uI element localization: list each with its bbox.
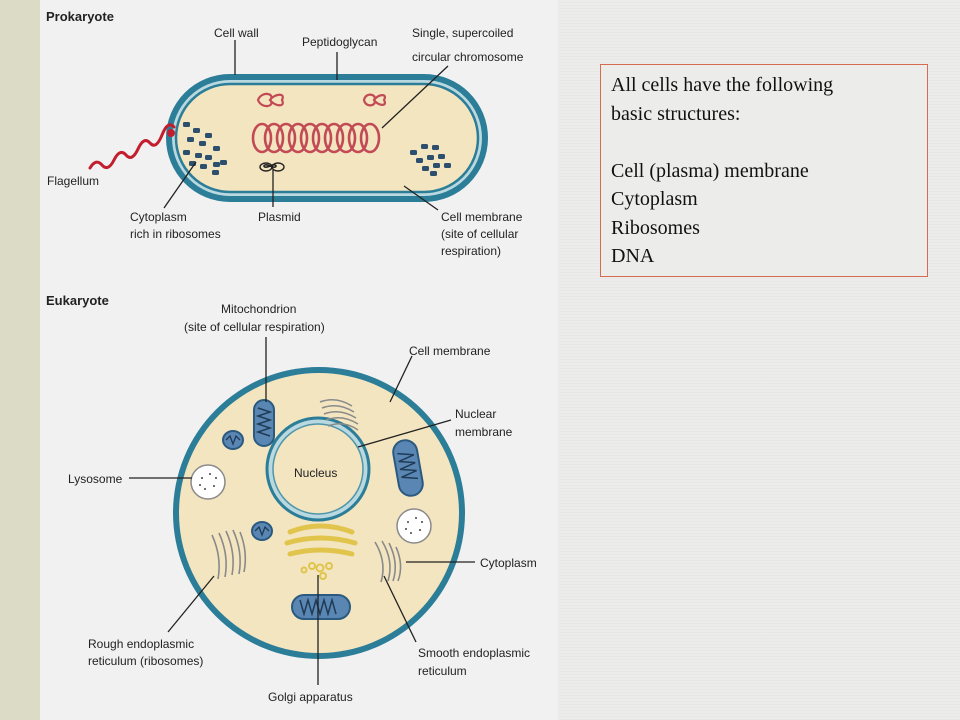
label-membrane-line2: (site of cellular xyxy=(441,227,518,241)
leader-cytoplasm xyxy=(163,161,197,209)
mitochondrion-top xyxy=(253,399,275,447)
label-peptidoglycan: Peptidoglycan xyxy=(302,35,377,49)
label-rough-er-line2: reticulum (ribosomes) xyxy=(88,654,203,668)
chromosome-coils xyxy=(251,122,381,154)
label-chromosome-line1: Single, supercoiled xyxy=(412,26,513,40)
ribosome-cluster-left xyxy=(183,122,227,175)
flagellum-shape xyxy=(88,123,176,170)
leader-chromosome xyxy=(381,65,449,129)
leader-smooth-er xyxy=(383,575,417,643)
info-item-ribosomes: Ribosomes xyxy=(611,216,700,239)
info-line-1: All cells have the following xyxy=(611,74,834,96)
label-nuclear-line1: Nuclear xyxy=(455,407,496,421)
leader-cell-membrane xyxy=(389,355,413,403)
rough-er-stack xyxy=(211,529,247,580)
plasmid-shapes xyxy=(256,92,386,108)
label-mitochondrion-line1: Mitochondrion xyxy=(221,302,296,316)
figure-panel: Prokaryote xyxy=(40,0,558,720)
label-plasmid: Plasmid xyxy=(258,210,301,224)
label-flagellum: Flagellum xyxy=(47,174,99,188)
label-smooth-er-line2: reticulum xyxy=(418,664,467,678)
cell-diagram: Prokaryote xyxy=(46,9,537,704)
nucleoplasm xyxy=(272,423,364,515)
label-cytoplasm-line1: Cytoplasm xyxy=(130,210,187,224)
label-membrane-line1: Cell membrane xyxy=(441,210,523,224)
label-cell-wall: Cell wall xyxy=(214,26,259,40)
prokaryote-title: Prokaryote xyxy=(46,9,114,24)
leader-rough-er xyxy=(167,575,215,633)
smooth-er-stack xyxy=(374,540,402,583)
plasmid-shape xyxy=(256,92,284,108)
mitochondrion-bottom xyxy=(291,594,351,620)
golgi-shape xyxy=(284,523,358,557)
label-cell-membrane: Cell membrane xyxy=(409,344,491,358)
eukaryote-diagram: Eukaryote xyxy=(46,293,537,704)
left-margin-strip xyxy=(0,0,40,720)
golgi-vesicles xyxy=(300,562,333,580)
info-item-membrane: Cell (plasma) membrane xyxy=(611,159,809,182)
leader-cell-membrane xyxy=(403,185,439,211)
label-smooth-er-line1: Smooth endoplasmic xyxy=(418,646,530,660)
flagellum-base xyxy=(167,129,175,137)
label-chromosome-line2: circular chromosome xyxy=(412,50,524,64)
label-membrane-line3: respiration) xyxy=(441,244,501,258)
label-nuclear-line2: membrane xyxy=(455,425,513,439)
prokaryote-cytoplasm xyxy=(174,82,480,194)
lysosome-shape xyxy=(396,508,432,544)
er-stack-top xyxy=(319,398,359,431)
label-nucleus: Nucleus xyxy=(294,466,337,480)
label-golgi: Golgi apparatus xyxy=(268,690,353,704)
info-text-box: All cells have the following basic struc… xyxy=(600,64,928,277)
label-rough-er-line1: Rough endoplasmic xyxy=(88,637,194,651)
small-mitochondrion xyxy=(222,430,244,450)
label-cytoplasm: Cytoplasm xyxy=(480,556,537,570)
leader-nuclear-membrane xyxy=(357,419,452,448)
plasmid-loop xyxy=(271,162,285,172)
info-line-2: basic structures: xyxy=(611,102,741,125)
plasmid-loop xyxy=(263,164,277,168)
ribosome-cluster-right xyxy=(410,144,451,176)
info-spacer xyxy=(611,128,917,157)
label-mitochondrion-line2: (site of cellular respiration) xyxy=(184,320,325,334)
label-lysosome: Lysosome xyxy=(68,472,123,486)
label-cytoplasm-line2: rich in ribosomes xyxy=(130,227,221,241)
plasmid-shape xyxy=(362,93,386,107)
eukaryote-title: Eukaryote xyxy=(46,293,109,308)
small-mitochondrion xyxy=(251,521,273,541)
info-item-dna: DNA xyxy=(611,245,655,267)
mitochondrion-right xyxy=(392,439,424,497)
prokaryote-diagram: Prokaryote xyxy=(46,9,524,258)
lysosome-shape xyxy=(190,464,226,500)
info-item-cytoplasm: Cytoplasm xyxy=(611,188,698,210)
